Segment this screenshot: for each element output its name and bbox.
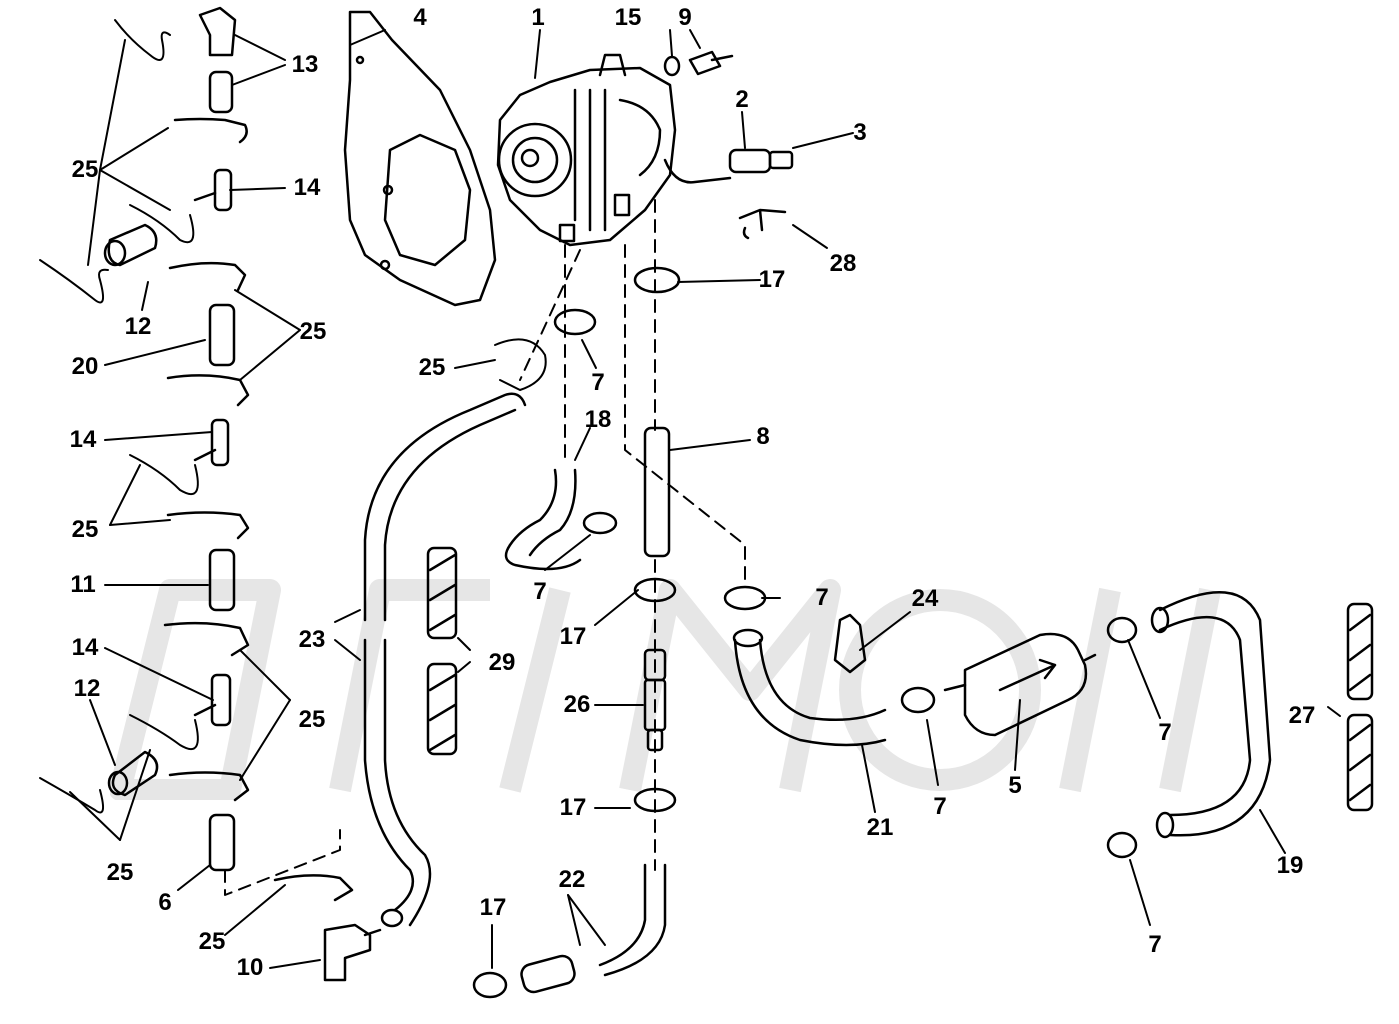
- callout-25-c: 25: [418, 354, 446, 381]
- wire-strap-parts: [39, 19, 547, 814]
- u-hose-part: [1150, 591, 1272, 839]
- callout-14-a: 14: [293, 174, 321, 201]
- curved-hose-part: [732, 628, 887, 747]
- callout-26: 26: [563, 691, 591, 718]
- callout-24: 24: [911, 585, 939, 612]
- callout-3: 3: [853, 119, 867, 146]
- left-column-parts: [103, 6, 382, 982]
- callout-27: 27: [1288, 702, 1316, 729]
- callout-22: 22: [558, 866, 586, 893]
- pump-hose-fitting-part: [663, 148, 794, 184]
- fitting-part: [833, 613, 867, 674]
- callout-20: 20: [71, 353, 99, 380]
- fuel-pump-part: [496, 53, 677, 247]
- leader-lines: [69, 29, 1341, 969]
- watermark-graphic: [110, 579, 1221, 800]
- elbow-hose-part: [504, 468, 582, 571]
- callout-7-d: 7: [933, 793, 947, 820]
- callout-25-e: 25: [298, 706, 326, 733]
- callout-28: 28: [829, 250, 857, 277]
- callout-12-a: 12: [124, 313, 152, 340]
- callout-7-c: 7: [815, 584, 829, 611]
- callout-7-e: 7: [1158, 719, 1172, 746]
- callout-4: 4: [413, 4, 427, 31]
- callout-5: 5: [1008, 772, 1022, 799]
- mounting-plate-part: [343, 10, 497, 307]
- straight-hose-part: [643, 426, 671, 558]
- callout-21: 21: [866, 814, 894, 841]
- callout-17-d: 17: [479, 894, 507, 921]
- fuel-filter-part: [943, 632, 1097, 737]
- callout-18: 18: [584, 406, 612, 433]
- callout-9: 9: [678, 4, 692, 31]
- callout-29: 29: [488, 649, 516, 676]
- short-tube-part: [520, 954, 576, 994]
- callout-14-b: 14: [69, 426, 97, 453]
- lower-hose-part: [598, 863, 647, 967]
- dashed-guide-lines: [224, 199, 746, 896]
- callout-6: 6: [158, 889, 172, 916]
- clip-part: [738, 208, 787, 240]
- callout-2: 2: [735, 86, 749, 113]
- short-hose-pair-part: [426, 546, 458, 756]
- bolt-part: [688, 50, 734, 76]
- callout-25-b: 25: [299, 318, 327, 345]
- callout-12-b: 12: [73, 675, 101, 702]
- callout-11: 11: [70, 571, 96, 598]
- callout-14-c: 14: [71, 634, 99, 661]
- callout-25-g: 25: [198, 928, 226, 955]
- callout-7-a: 7: [591, 369, 605, 396]
- callout-17-a: 17: [758, 266, 786, 293]
- callout-17-c: 17: [559, 794, 587, 821]
- callout-25-a: 25: [71, 156, 99, 183]
- callout-10: 10: [236, 954, 264, 981]
- callout-25-d: 25: [71, 516, 99, 543]
- callout-19: 19: [1276, 852, 1304, 879]
- callout-17-b: 17: [559, 623, 587, 650]
- callout-13: 13: [291, 51, 319, 78]
- right-hose-pair-part: [1346, 602, 1374, 812]
- callout-23: 23: [298, 626, 326, 653]
- callout-25-f: 25: [106, 859, 134, 886]
- callout-8: 8: [756, 423, 770, 450]
- callout-7-f: 7: [1148, 931, 1162, 958]
- washer-part: [663, 55, 681, 77]
- callout-15: 15: [614, 4, 642, 31]
- callout-1: 1: [531, 4, 545, 31]
- long-hose-part: [363, 392, 527, 928]
- callout-7-b: 7: [533, 578, 547, 605]
